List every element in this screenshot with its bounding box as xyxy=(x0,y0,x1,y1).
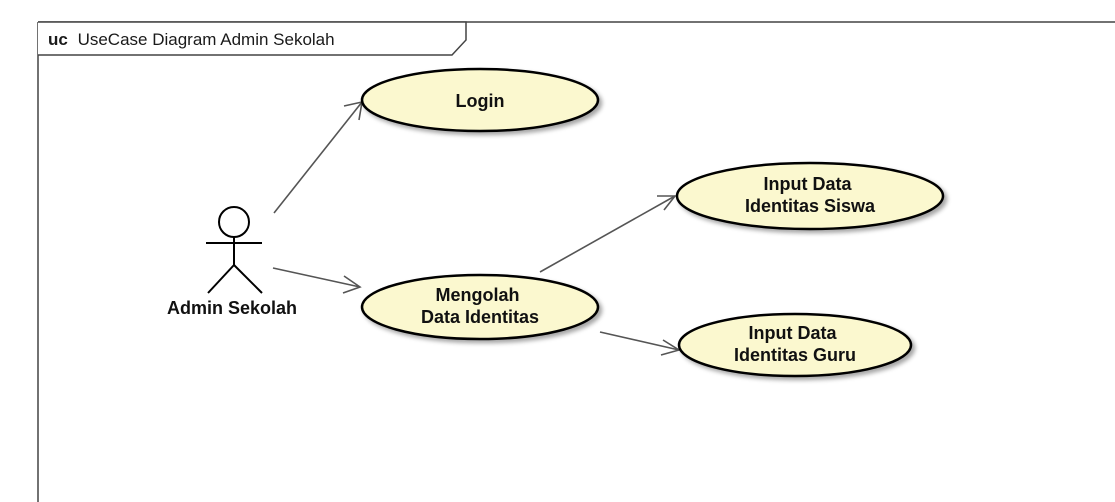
frame-title-text: UseCase Diagram Admin Sekolah xyxy=(78,30,335,49)
usecase-login-label: Login xyxy=(456,91,505,111)
actor-admin-sekolah[interactable]: Admin Sekolah xyxy=(167,206,297,318)
usecase-guru-line-2: Identitas Guru xyxy=(734,345,856,365)
usecase-input-data-identitas-siswa[interactable]: Input Data Identitas Siswa xyxy=(675,161,945,231)
usecase-login-line-1: Login xyxy=(456,91,505,111)
usecase-guru-line-1: Input Data xyxy=(748,323,837,343)
usecase-login[interactable]: Login xyxy=(360,67,600,133)
usecase-siswa-line-2: Identitas Siswa xyxy=(745,196,876,216)
association-actor-mengolah xyxy=(272,267,362,294)
usecase-mengolah-data-identitas[interactable]: Mengolah Data Identitas xyxy=(360,273,600,341)
usecase-mengolah-line-1: Mengolah xyxy=(435,285,519,305)
usecase-input-data-identitas-guru[interactable]: Input Data Identitas Guru xyxy=(677,312,913,378)
frame-title: uc UseCase Diagram Admin Sekolah xyxy=(48,30,335,49)
usecase-guru-label: Input Data Identitas Guru xyxy=(734,323,856,365)
usecase-mengolah-line-2: Data Identitas xyxy=(421,307,539,327)
association-actor-login xyxy=(273,100,363,214)
association-mengolah-siswa xyxy=(539,195,677,273)
diagram-frame: uc UseCase Diagram Admin Sekolah xyxy=(37,21,1115,502)
stick-figure-actor-icon xyxy=(206,206,263,294)
usecase-siswa-line-1: Input Data xyxy=(763,174,852,194)
usecase-siswa-label: Input Data Identitas Siswa xyxy=(745,174,876,216)
connectors xyxy=(272,100,681,356)
usecase-mengolah-label: Mengolah Data Identitas xyxy=(421,285,539,327)
actor-label: Admin Sekolah xyxy=(167,298,297,318)
frame-title-tab xyxy=(38,21,467,56)
association-mengolah-guru xyxy=(599,331,681,356)
frame-keyword: uc xyxy=(48,30,68,49)
